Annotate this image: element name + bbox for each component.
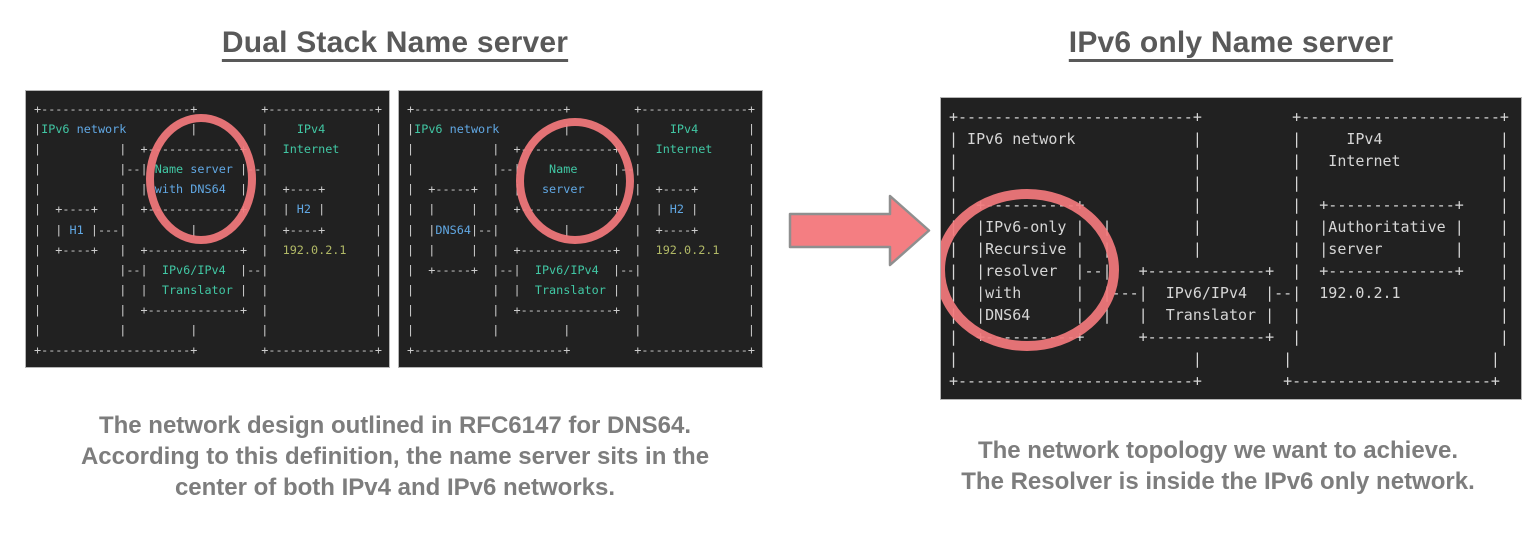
right-section-title: IPv6 only Name server — [940, 26, 1522, 60]
ascii-diagram-ipv6-only-resolver: +--------------------------+ +----------… — [949, 108, 1509, 390]
ascii-diagram-dns64-server-mode: +---------------------+ +---------------… — [34, 102, 383, 358]
caption-line: The network design outlined in RFC6147 f… — [98, 412, 692, 439]
left-section-title: Dual Stack Name server — [25, 26, 765, 60]
caption-line: The Resolver is inside the IPv6 only net… — [961, 468, 1475, 495]
transition-arrow-icon — [787, 192, 932, 269]
right-section-caption: The network topology we want to achieve.… — [900, 435, 1536, 497]
caption-line: According to this definition, the name s… — [80, 443, 710, 470]
ascii-diagram-dns64-stub-mode: +---------------------+ +---------------… — [407, 102, 756, 358]
right-section-title-text: IPv6 only Name server — [1068, 26, 1394, 59]
terminal-panel-dns64-stub-mode: +---------------------+ +---------------… — [398, 90, 763, 368]
left-section-title-text: Dual Stack Name server — [221, 26, 569, 59]
left-section-caption: The network design outlined in RFC6147 f… — [25, 410, 765, 503]
terminal-panel-ipv6-only-resolver: +--------------------------+ +----------… — [940, 97, 1522, 400]
caption-line: center of both IPv4 and IPv6 networks. — [174, 474, 616, 501]
terminal-panel-dns64-server-mode: +---------------------+ +---------------… — [25, 90, 390, 368]
caption-line: The network topology we want to achieve. — [977, 437, 1459, 464]
